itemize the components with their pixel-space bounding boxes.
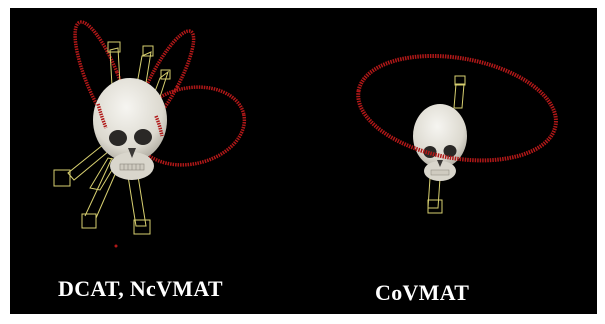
beam-rod-bottom — [428, 178, 440, 208]
beam-rod-6 — [128, 176, 146, 226]
figure-panel: DCAT, NcVMAT CoVMAT — [10, 8, 597, 314]
beam-head-4 — [54, 170, 70, 186]
left-panel-geometry — [54, 16, 252, 247]
beam-rod-top — [454, 84, 464, 108]
caption-dcat-ncvmat: DCAT, NcVMAT — [58, 276, 223, 302]
right-panel-geometry — [350, 42, 564, 213]
beam-head-5 — [82, 214, 96, 228]
beam-head-bottom — [428, 200, 442, 213]
caption-covmat: CoVMAT — [375, 280, 469, 306]
treatment-geometry-illustration — [10, 8, 597, 314]
beam-head-6 — [134, 220, 150, 234]
skull-right — [413, 104, 467, 181]
